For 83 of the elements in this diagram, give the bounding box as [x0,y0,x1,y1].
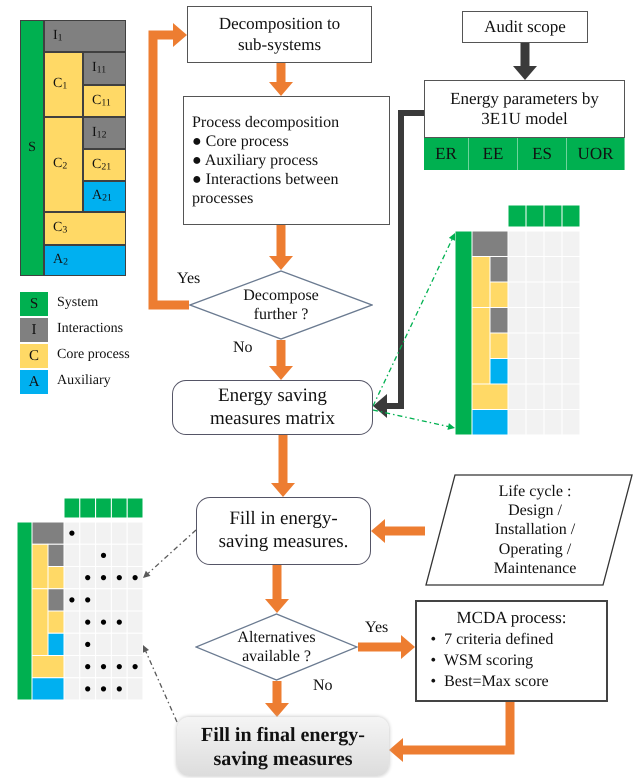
parameter-cell [518,138,567,170]
leader-arrow [143,530,196,578]
body-text: ● Auxiliary process [191,150,320,170]
arrow [371,519,425,543]
cell-label: UOR [578,144,614,164]
decision-diamond [195,613,358,681]
input-parallelogram [425,474,633,586]
cell-label: C$_{1}$ [53,76,68,93]
arrow [373,110,424,418]
hierarchy-cell [44,212,126,245]
cell-label: C$_{3}$ [53,220,68,237]
body-text: ● Interactions between processes [191,170,340,208]
cell-label: I$_{11}$ [92,60,106,77]
hierarchy-cell [44,117,83,212]
box-text: Life cycle : [498,482,572,502]
matrix-drawing [455,205,580,435]
leader-arrow [142,645,178,722]
cell-label: A$_{2}$ [53,252,68,269]
hierarchy-cell [44,20,126,52]
legend-swatch: A [20,370,48,394]
arrow [513,43,537,80]
parameter-cell [424,138,469,170]
box-text: Fill in energy-saving measures. [218,508,350,554]
parameter-cell [469,138,518,170]
box-heading: MCDA process: [456,608,567,628]
cell-label: C$_{11}$ [92,92,111,110]
box-text: Alternatives available ? [236,628,317,666]
cell-label: C$_{2}$ [53,156,68,173]
cell-label: S [28,140,36,156]
list-item: • 7 criteria defined [430,630,554,650]
hierarchy-cell [83,181,126,212]
process-box [415,600,608,702]
box-text: Energy saving measures matrix [208,384,336,430]
legend-label: Auxiliary [57,373,111,390]
legend-label: System [57,295,98,312]
cell-label: C$_{21}$ [92,156,112,174]
result-box [177,717,389,776]
box-text: Decomposition to sub-systems [218,14,342,55]
cell-label: A$_{21}$ [92,188,112,205]
legend-label: Core process [57,347,130,364]
list-item: • WSM scoring [430,650,534,671]
cell-label: EE [482,144,504,164]
list-item: • Best=Max score [430,672,550,692]
body-text: Design / Installation / Operating / Maintenance [492,501,578,578]
arrow [265,565,289,613]
box-text: Process decomposition [191,112,340,132]
legend-swatch: S [20,292,48,316]
hierarchy-cell [83,117,126,149]
cell-label: I$_{1}$ [53,28,63,44]
arrow [265,681,289,717]
hierarchy-cell [44,245,126,276]
rounded-process-box [172,380,373,435]
hierarchy-cell [83,85,126,117]
hierarchy-cell [83,52,126,85]
arrow [269,225,293,270]
arrow [269,63,293,96]
process-box [183,96,390,225]
arrow [271,435,295,497]
arrow [358,635,415,659]
box-text: Audit scope [484,16,566,38]
box-text: Energy parameters by 3E1U model [449,88,600,130]
box-text: Fill in final energy-saving measures [200,722,366,770]
box-text: Decompose further ? [242,286,320,324]
leader-arrow [372,409,455,430]
process-box [187,6,372,63]
hierarchy-cell [44,52,83,117]
arrow [389,702,514,762]
process-box [424,80,625,138]
cell-label: ER [435,144,457,164]
legend-label: Interactions [57,321,124,338]
leader-arrow [372,233,456,406]
cell-label: ES [532,144,552,164]
body-text: ● Core process [191,132,290,151]
arrow [269,340,293,380]
legend-swatch: I [20,318,48,342]
process-box [462,11,588,43]
matrix-drawing [17,498,143,700]
cell-label: I$_{12}$ [92,124,106,142]
parameter-cell [567,138,625,170]
hierarchy-cell [83,149,126,181]
hierarchy-cell [20,20,44,276]
rounded-process-box [196,497,371,565]
legend-swatch: C [20,344,48,368]
